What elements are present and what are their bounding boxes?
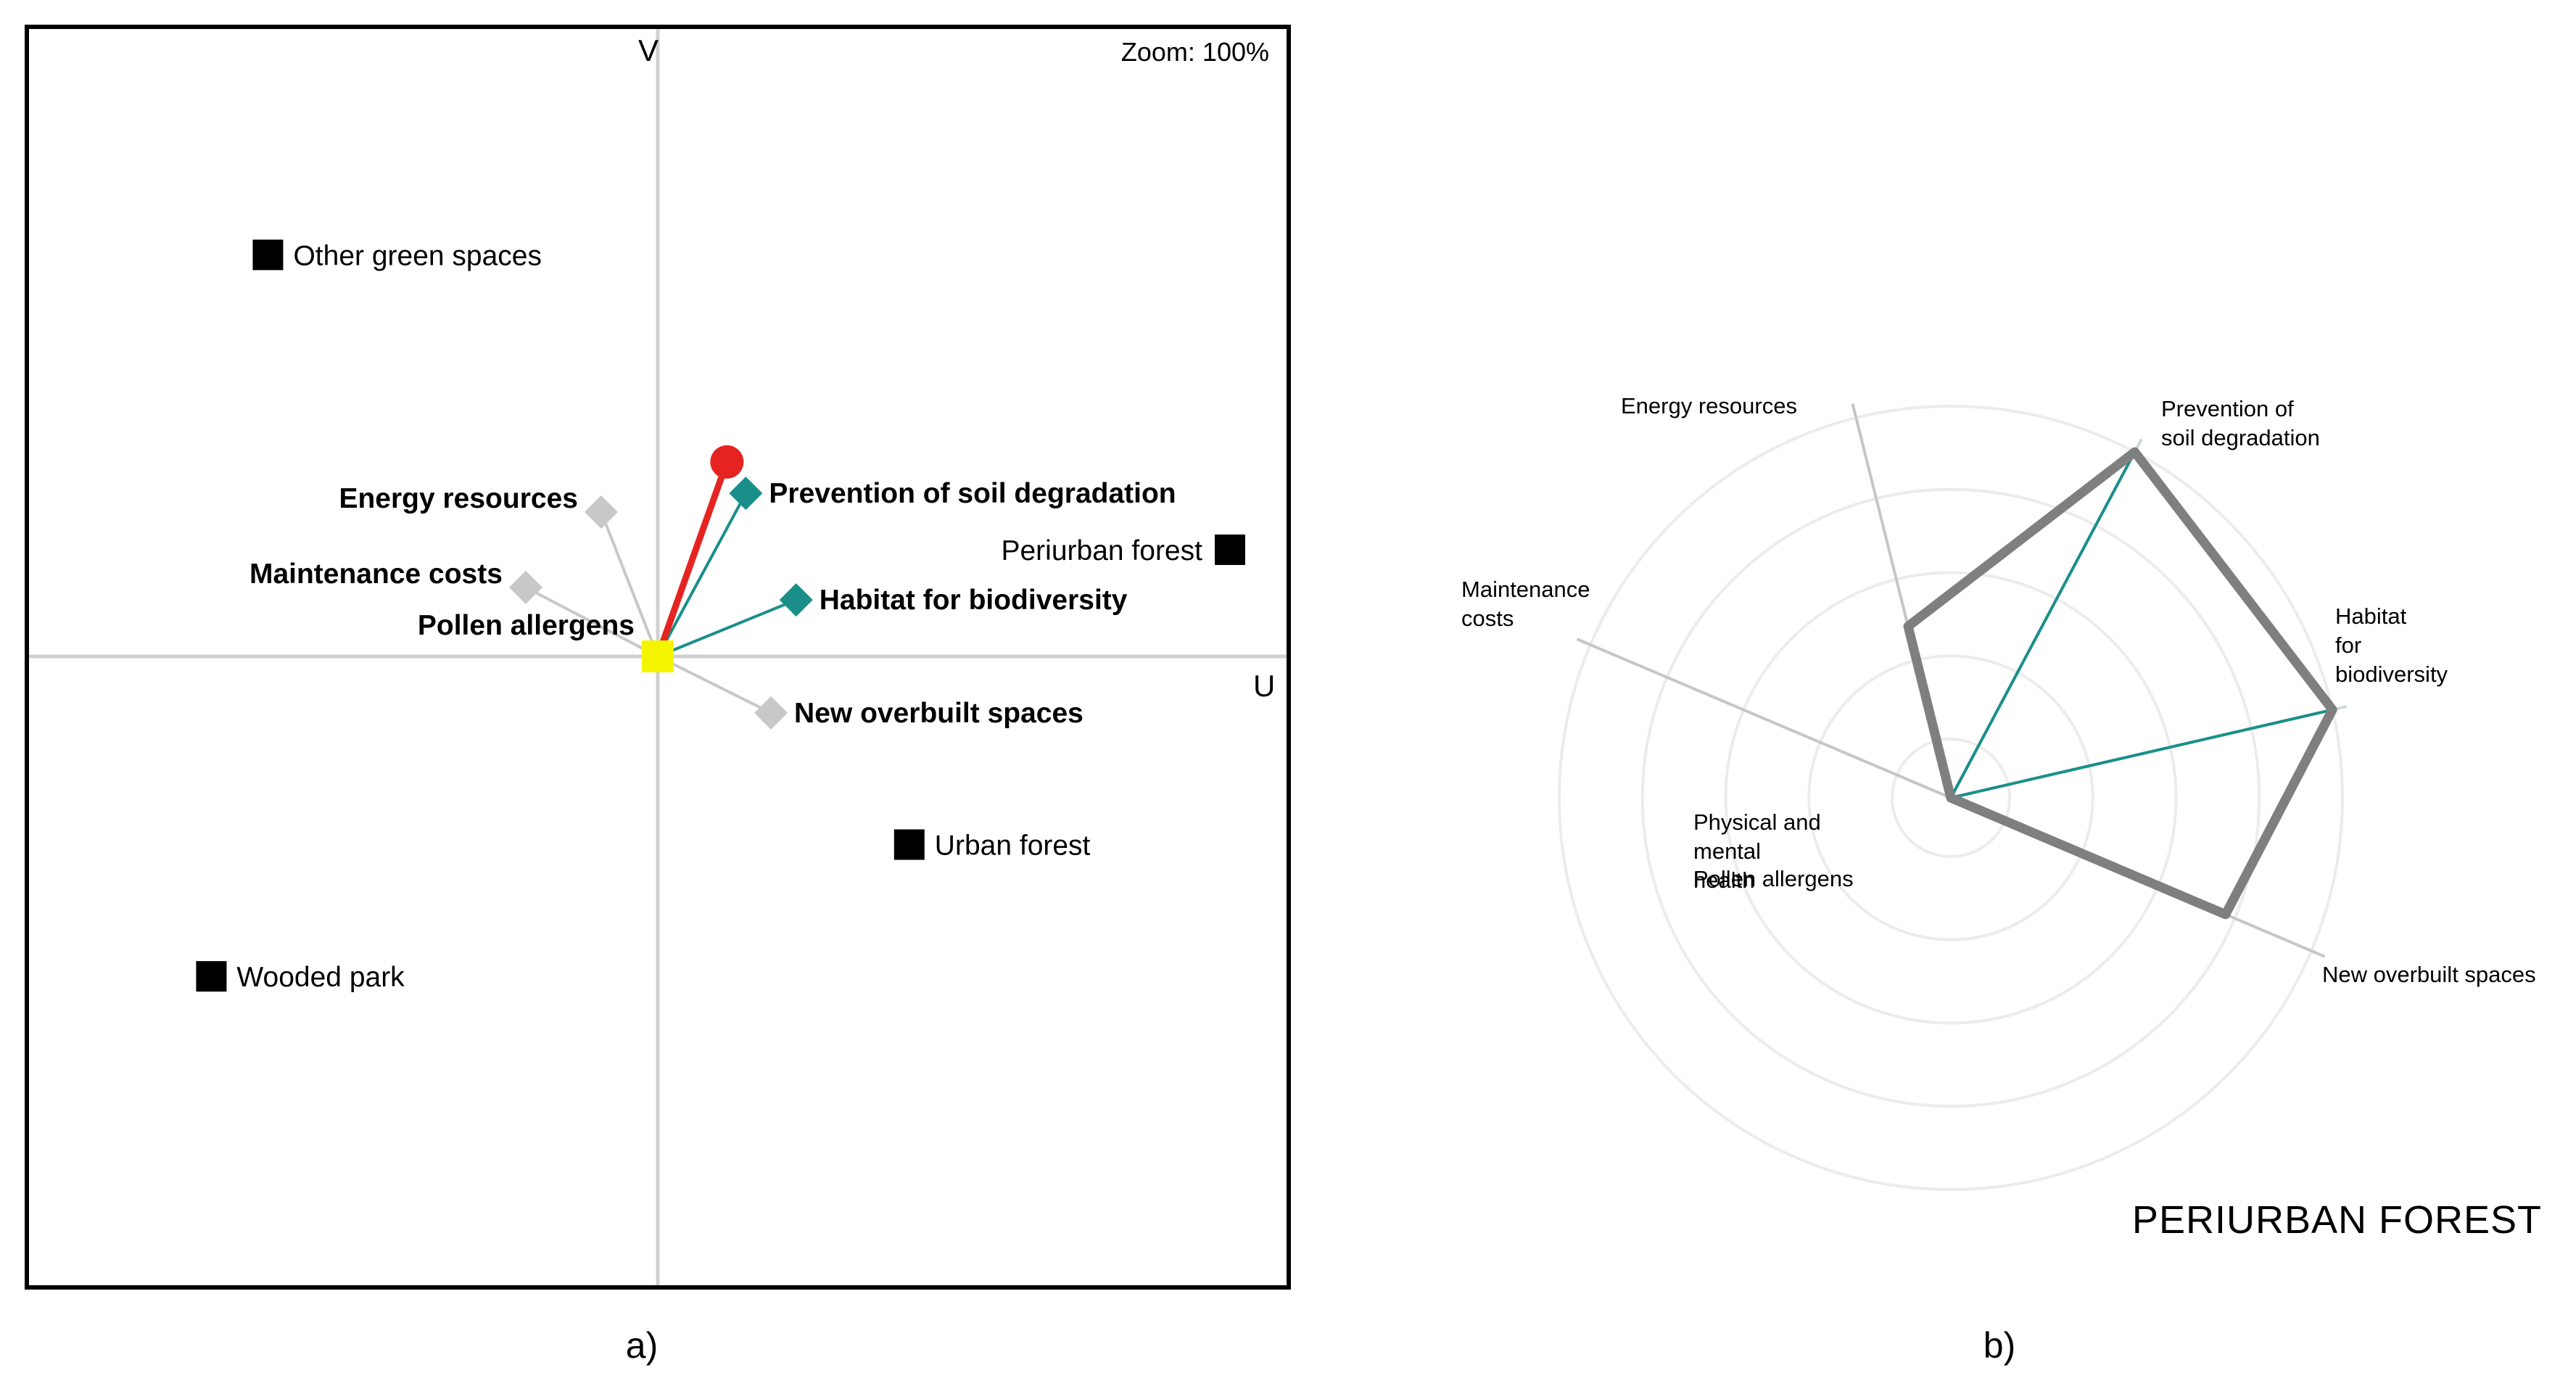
radar-value-line <box>1949 451 2137 799</box>
radar-axis-label: Energy resources <box>1621 393 1797 419</box>
u-axis-label: U <box>1253 669 1275 703</box>
origin-marker <box>642 640 674 672</box>
criterion-vector <box>657 655 772 714</box>
alternative-marker <box>252 239 284 271</box>
alternative-label: Periurban forest <box>1001 535 1202 566</box>
radar-axis-label: Prevention of <box>2161 396 2294 421</box>
radar-axis-label: Maintenance <box>1461 577 1590 602</box>
radar-axis-label: Habitat <box>2335 603 2407 629</box>
criterion-marker <box>754 696 788 730</box>
v-axis-label: V <box>638 33 659 67</box>
decision-axis-line <box>654 461 730 658</box>
criterion-vector <box>656 492 748 657</box>
radar-polygon <box>1903 447 2337 920</box>
radar-axis-label: for <box>2335 632 2361 658</box>
alternative-marker <box>1214 534 1245 565</box>
criterion-marker <box>729 477 763 511</box>
criterion-vector <box>657 598 797 658</box>
alternative-marker <box>196 961 227 992</box>
radar-ring <box>1640 487 2261 1108</box>
criterion-vector <box>525 586 659 658</box>
alternative-label: Wooded park <box>236 962 405 993</box>
criterion-label: Habitat for biodiversity <box>820 585 1128 616</box>
criterion-marker <box>584 495 618 529</box>
alternative-marker <box>893 829 925 860</box>
criterion-label: Maintenance costs <box>249 558 503 590</box>
radar-axis-label: health <box>1693 867 1754 893</box>
panel-a: V U Zoom: 100% Prevention of soil degrad… <box>25 25 1291 1366</box>
panel-b-caption: b) <box>1983 1325 2015 1366</box>
criterion-label: Energy resources <box>339 483 578 514</box>
radar-axis-label: mental <box>1693 838 1761 864</box>
radar-value-line <box>1950 708 2333 799</box>
alternative-label: Urban forest <box>935 830 1091 862</box>
origin-label: Pollen allergens <box>418 610 635 641</box>
criterion-marker <box>779 583 813 617</box>
radar-title: PERIURBAN FOREST <box>2132 1198 2542 1242</box>
radar-ring <box>1724 571 2178 1025</box>
radar-axis-label: costs <box>1461 606 1514 631</box>
radar-axis-label: Pollen allergens <box>1693 866 1854 891</box>
zoom-readout: Zoom: 100% <box>1121 37 1269 67</box>
radar-axis-label: biodiversity <box>2335 661 2448 687</box>
radar-ring <box>1891 738 2011 858</box>
radar-ring <box>1807 654 2094 941</box>
criterion-label: New overbuilt spaces <box>794 698 1083 729</box>
criterion-vector <box>600 511 659 657</box>
radar-axis-label: Physical and <box>1693 809 1821 835</box>
radar-spoke <box>1576 638 1952 799</box>
panel-a-caption: a) <box>626 1325 658 1366</box>
decision-axis-head <box>710 445 744 479</box>
criterion-marker <box>508 570 542 604</box>
alternative-label: Other green spaces <box>293 240 542 271</box>
criterion-label: Prevention of soil degradation <box>769 478 1176 509</box>
radar-axis-label: soil degradation <box>2161 425 2320 450</box>
radar-ring <box>1558 405 2344 1191</box>
radar-axis-label: New overbuilt spaces <box>2322 962 2536 987</box>
